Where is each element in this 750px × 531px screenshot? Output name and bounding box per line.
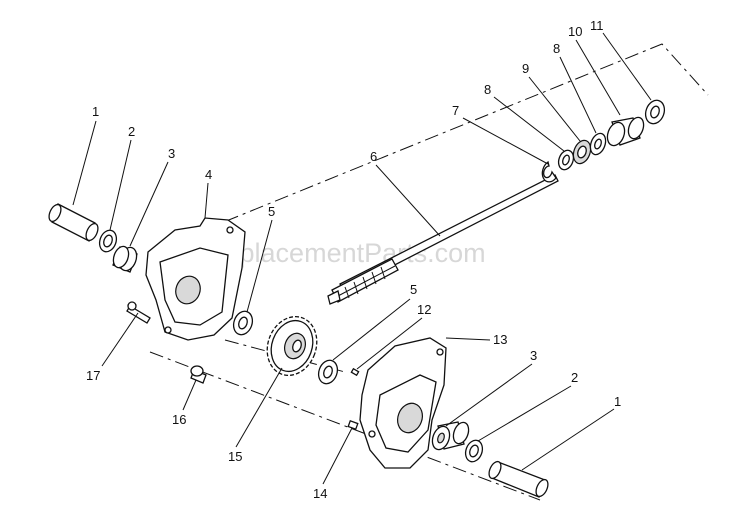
sleeve-part-1-lower [488,460,549,498]
thrust-washer-part-5-lower [317,359,339,385]
callout-5-upper: 5 [268,204,275,219]
callout-2-upper: 2 [128,124,135,139]
dowel-pin-part-14 [347,419,359,431]
bearing-sleeve-part-10 [606,116,645,147]
gear-case-half-part-4 [145,217,246,341]
key-part-12 [350,367,360,377]
callout-8-left: 8 [484,82,491,97]
callout-7: 7 [452,103,459,118]
callout-leader-lines [72,32,652,485]
spacer-part-16 [190,365,207,384]
bolt-part-17 [126,301,151,324]
callout-10: 10 [568,24,582,39]
callout-14: 14 [313,486,327,501]
snap-ring-part-7 [541,160,557,183]
gear-case-half-part-13 [359,337,447,469]
worm-shaft-part-6 [327,174,559,305]
worm-gear-part-15 [266,315,318,377]
callout-5-lower: 5 [410,282,417,297]
callout-1-lower: 1 [614,394,621,409]
callout-1-upper: 1 [92,104,99,119]
callout-17: 17 [86,368,100,383]
washer-part-8-right [589,132,607,156]
callout-3-upper: 3 [168,146,175,161]
callout-11: 11 [590,18,604,33]
callout-labels: 1 2 3 4 5 6 7 8 9 8 10 11 5 12 13 3 2 1 … [86,18,621,501]
sleeve-part-1-upper [48,203,99,242]
callout-2-lower: 2 [571,370,578,385]
washer-part-2-upper [98,229,118,253]
thrust-bearing-part-9 [572,139,592,165]
callout-16: 16 [172,412,186,427]
bearing-part-3-upper [112,245,138,273]
callout-3-lower: 3 [530,348,537,363]
callout-8-right: 8 [553,41,560,56]
washer-part-2-lower [464,439,484,463]
callout-9: 9 [522,61,529,76]
callout-6: 6 [370,149,377,164]
thrust-washer-part-5-upper [232,310,254,336]
callout-15: 15 [228,449,242,464]
bearing-part-3-lower [431,421,470,451]
washer-part-11 [644,99,666,125]
callout-4: 4 [205,167,212,182]
callout-13: 13 [493,332,507,347]
washer-part-8-left [557,149,575,171]
callout-12: 12 [417,302,431,317]
